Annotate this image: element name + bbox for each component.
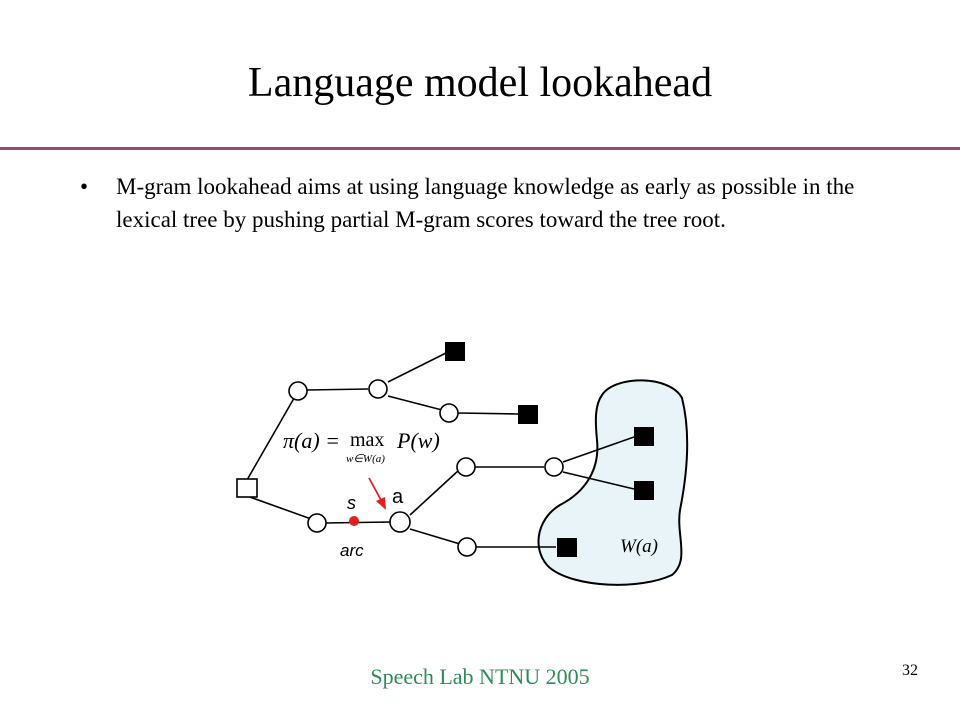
word-end-node [518, 405, 538, 424]
point-s [349, 516, 359, 526]
footer-organization: Speech Lab NTNU 2005 [370, 664, 590, 689]
tree-node [457, 537, 477, 557]
arrow-head [376, 497, 386, 510]
word-end-node [634, 427, 654, 446]
title-divider [0, 147, 960, 150]
arrow-line [368, 477, 382, 501]
tree-node [544, 457, 564, 477]
bullet-text: M-gram lookahead aims at using language … [116, 174, 855, 233]
page-number: 32 [902, 662, 918, 679]
slide-title: Language model lookahead [247, 60, 713, 106]
formula-max: max [350, 429, 384, 451]
formula-subscript: w∈W(a) [346, 453, 385, 465]
formula-p: P(w) [396, 428, 440, 453]
tree-node [439, 403, 459, 423]
tree-edges [246, 352, 635, 548]
tree-node [307, 513, 327, 533]
word-end-node [557, 538, 577, 557]
formula-pi: π(a) = [283, 428, 340, 453]
bullet-marker: • [80, 174, 89, 199]
word-end-node [445, 342, 465, 361]
tree-node-a [389, 511, 411, 533]
bullet-item: • M-gram lookahead aims at using languag… [80, 170, 880, 237]
root-node [236, 478, 258, 498]
word-end-node [634, 481, 654, 500]
tree-node [368, 379, 388, 399]
label-word-set: W(a) [620, 536, 658, 557]
tree-node [288, 381, 308, 401]
label-s: s [347, 493, 356, 513]
tree-node [456, 457, 476, 477]
label-a: a [392, 486, 404, 508]
label-arc: arc [340, 541, 364, 560]
